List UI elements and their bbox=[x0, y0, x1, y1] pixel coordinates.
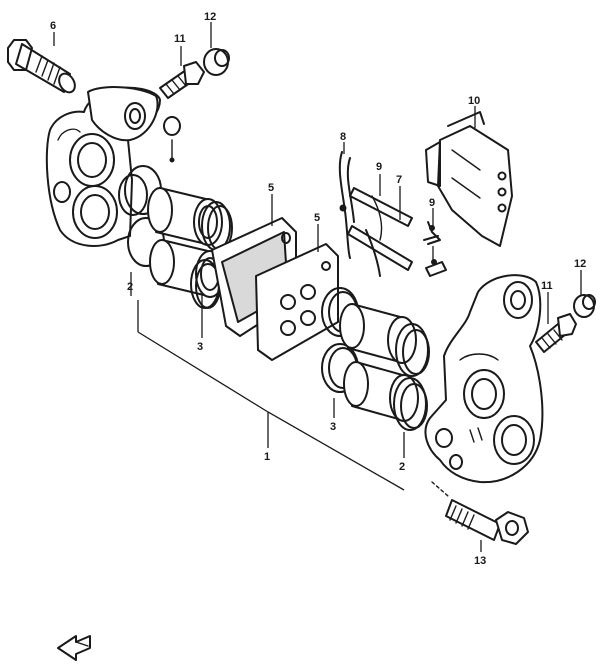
brake-pad-front bbox=[255, 243, 339, 361]
part-9-clip-upper bbox=[423, 221, 441, 245]
part-9-clip-lower bbox=[425, 259, 447, 277]
part-6-bolt bbox=[7, 39, 76, 94]
callout-2-left: 2 bbox=[127, 281, 133, 293]
callout-5-front: 5 bbox=[314, 212, 320, 224]
leader-lines bbox=[53, 22, 582, 552]
callout-13: 13 bbox=[474, 555, 486, 567]
pistons-right bbox=[339, 303, 419, 422]
callout-3-right: 3 bbox=[330, 421, 336, 433]
boots-right bbox=[393, 323, 430, 431]
callout-8: 8 bbox=[340, 131, 346, 143]
part-11-bleeder-screw-top bbox=[159, 61, 205, 99]
caliper-body-right bbox=[424, 274, 544, 484]
part-7-pad-pins bbox=[347, 187, 413, 271]
arrow-front-icon bbox=[57, 635, 91, 661]
callout-5-rear: 5 bbox=[268, 182, 274, 194]
pistons-left bbox=[147, 187, 225, 298]
part-12-cap-right bbox=[573, 294, 596, 318]
part-12-cap-top bbox=[203, 48, 230, 76]
callout-labels: 6 11 12 10 8 9 7 9 5 5 2 3 3 2 1 11 12 1… bbox=[50, 11, 586, 567]
callout-9-b: 9 bbox=[429, 197, 435, 209]
callout-12-right: 12 bbox=[574, 258, 586, 270]
callout-6: 6 bbox=[50, 20, 56, 32]
callout-12-top: 12 bbox=[204, 11, 216, 23]
callout-11-right: 11 bbox=[541, 280, 553, 292]
callout-3-left: 3 bbox=[197, 341, 203, 353]
part-8-spring-clip bbox=[338, 151, 381, 277]
part-13-bolt bbox=[431, 481, 529, 545]
callout-1: 1 bbox=[264, 451, 270, 463]
part-11-bleeder-screw-right bbox=[535, 313, 577, 353]
part-10-pad-spring bbox=[425, 111, 513, 247]
callout-10: 10 bbox=[468, 95, 480, 107]
callout-11-top: 11 bbox=[174, 33, 186, 45]
callout-2-right: 2 bbox=[399, 461, 405, 473]
callout-7: 7 bbox=[396, 174, 402, 186]
callout-9-a: 9 bbox=[376, 161, 382, 173]
caliper-body-left bbox=[45, 86, 181, 247]
